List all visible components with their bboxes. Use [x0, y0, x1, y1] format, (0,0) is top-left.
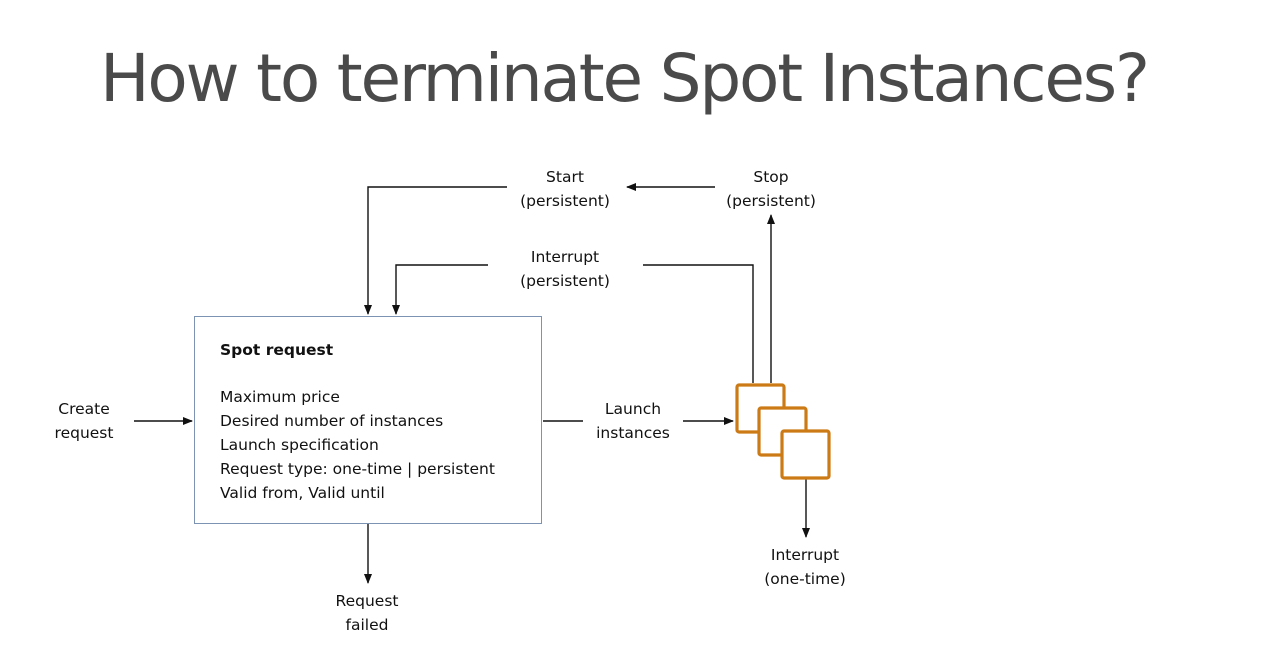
arrow-start-to-request [364, 186, 507, 315]
instance-icon [780, 429, 831, 480]
field-maximum-price: Maximum price [220, 388, 340, 406]
spot-request-box [194, 316, 542, 524]
field-launch-specification: Launch specification [220, 436, 379, 454]
label-request-failed: Request failed [335, 592, 399, 634]
spot-request-fields: Maximum price Desired number of instance… [220, 385, 495, 505]
label-create-request: Create request [54, 400, 114, 442]
field-desired-instances: Desired number of instances [220, 412, 444, 430]
line-instances-to-interrupt [643, 264, 754, 383]
label-interrupt-one-time: Interrupt (one-time) [764, 546, 846, 588]
label-launch-instances: Launch instances [596, 400, 670, 442]
ec2-instances-stack-icon [735, 383, 831, 480]
arrow-interrupt-to-request [392, 264, 488, 315]
field-validity: Valid from, Valid until [220, 484, 385, 502]
field-request-type: Request type: one-time | persistent [220, 460, 495, 478]
label-interrupt-persistent: Interrupt (persistent) [520, 248, 610, 290]
spot-request-title: Spot request [220, 341, 334, 359]
label-stop-persistent: Stop (persistent) [726, 168, 816, 210]
slide-title: How to terminate Spot Instances? [100, 40, 1150, 117]
label-start-persistent: Start (persistent) [520, 168, 610, 210]
